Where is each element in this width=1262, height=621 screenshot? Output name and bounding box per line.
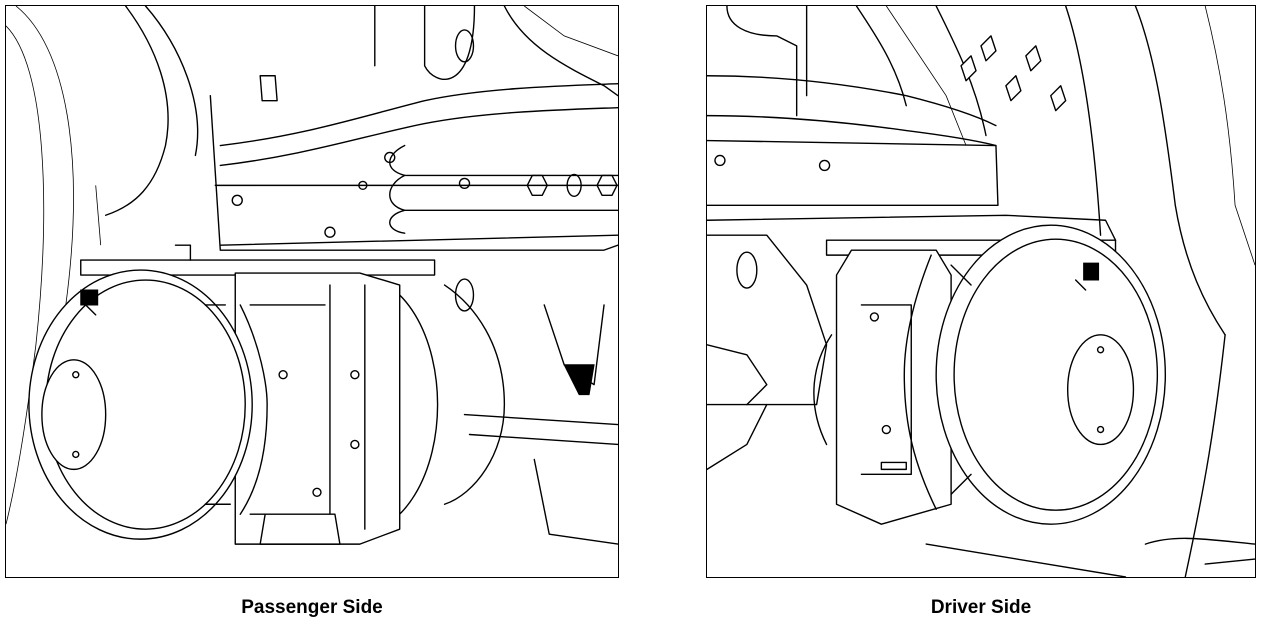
- passenger-side-drawing: [6, 6, 618, 545]
- passenger-side-illustration: [5, 5, 619, 578]
- driver-side-caption: Driver Side: [930, 597, 1032, 618]
- passenger-side-caption: Passenger Side: [241, 597, 383, 618]
- driver-side-illustration: [706, 5, 1256, 578]
- driver-side-drawing: [707, 6, 1255, 577]
